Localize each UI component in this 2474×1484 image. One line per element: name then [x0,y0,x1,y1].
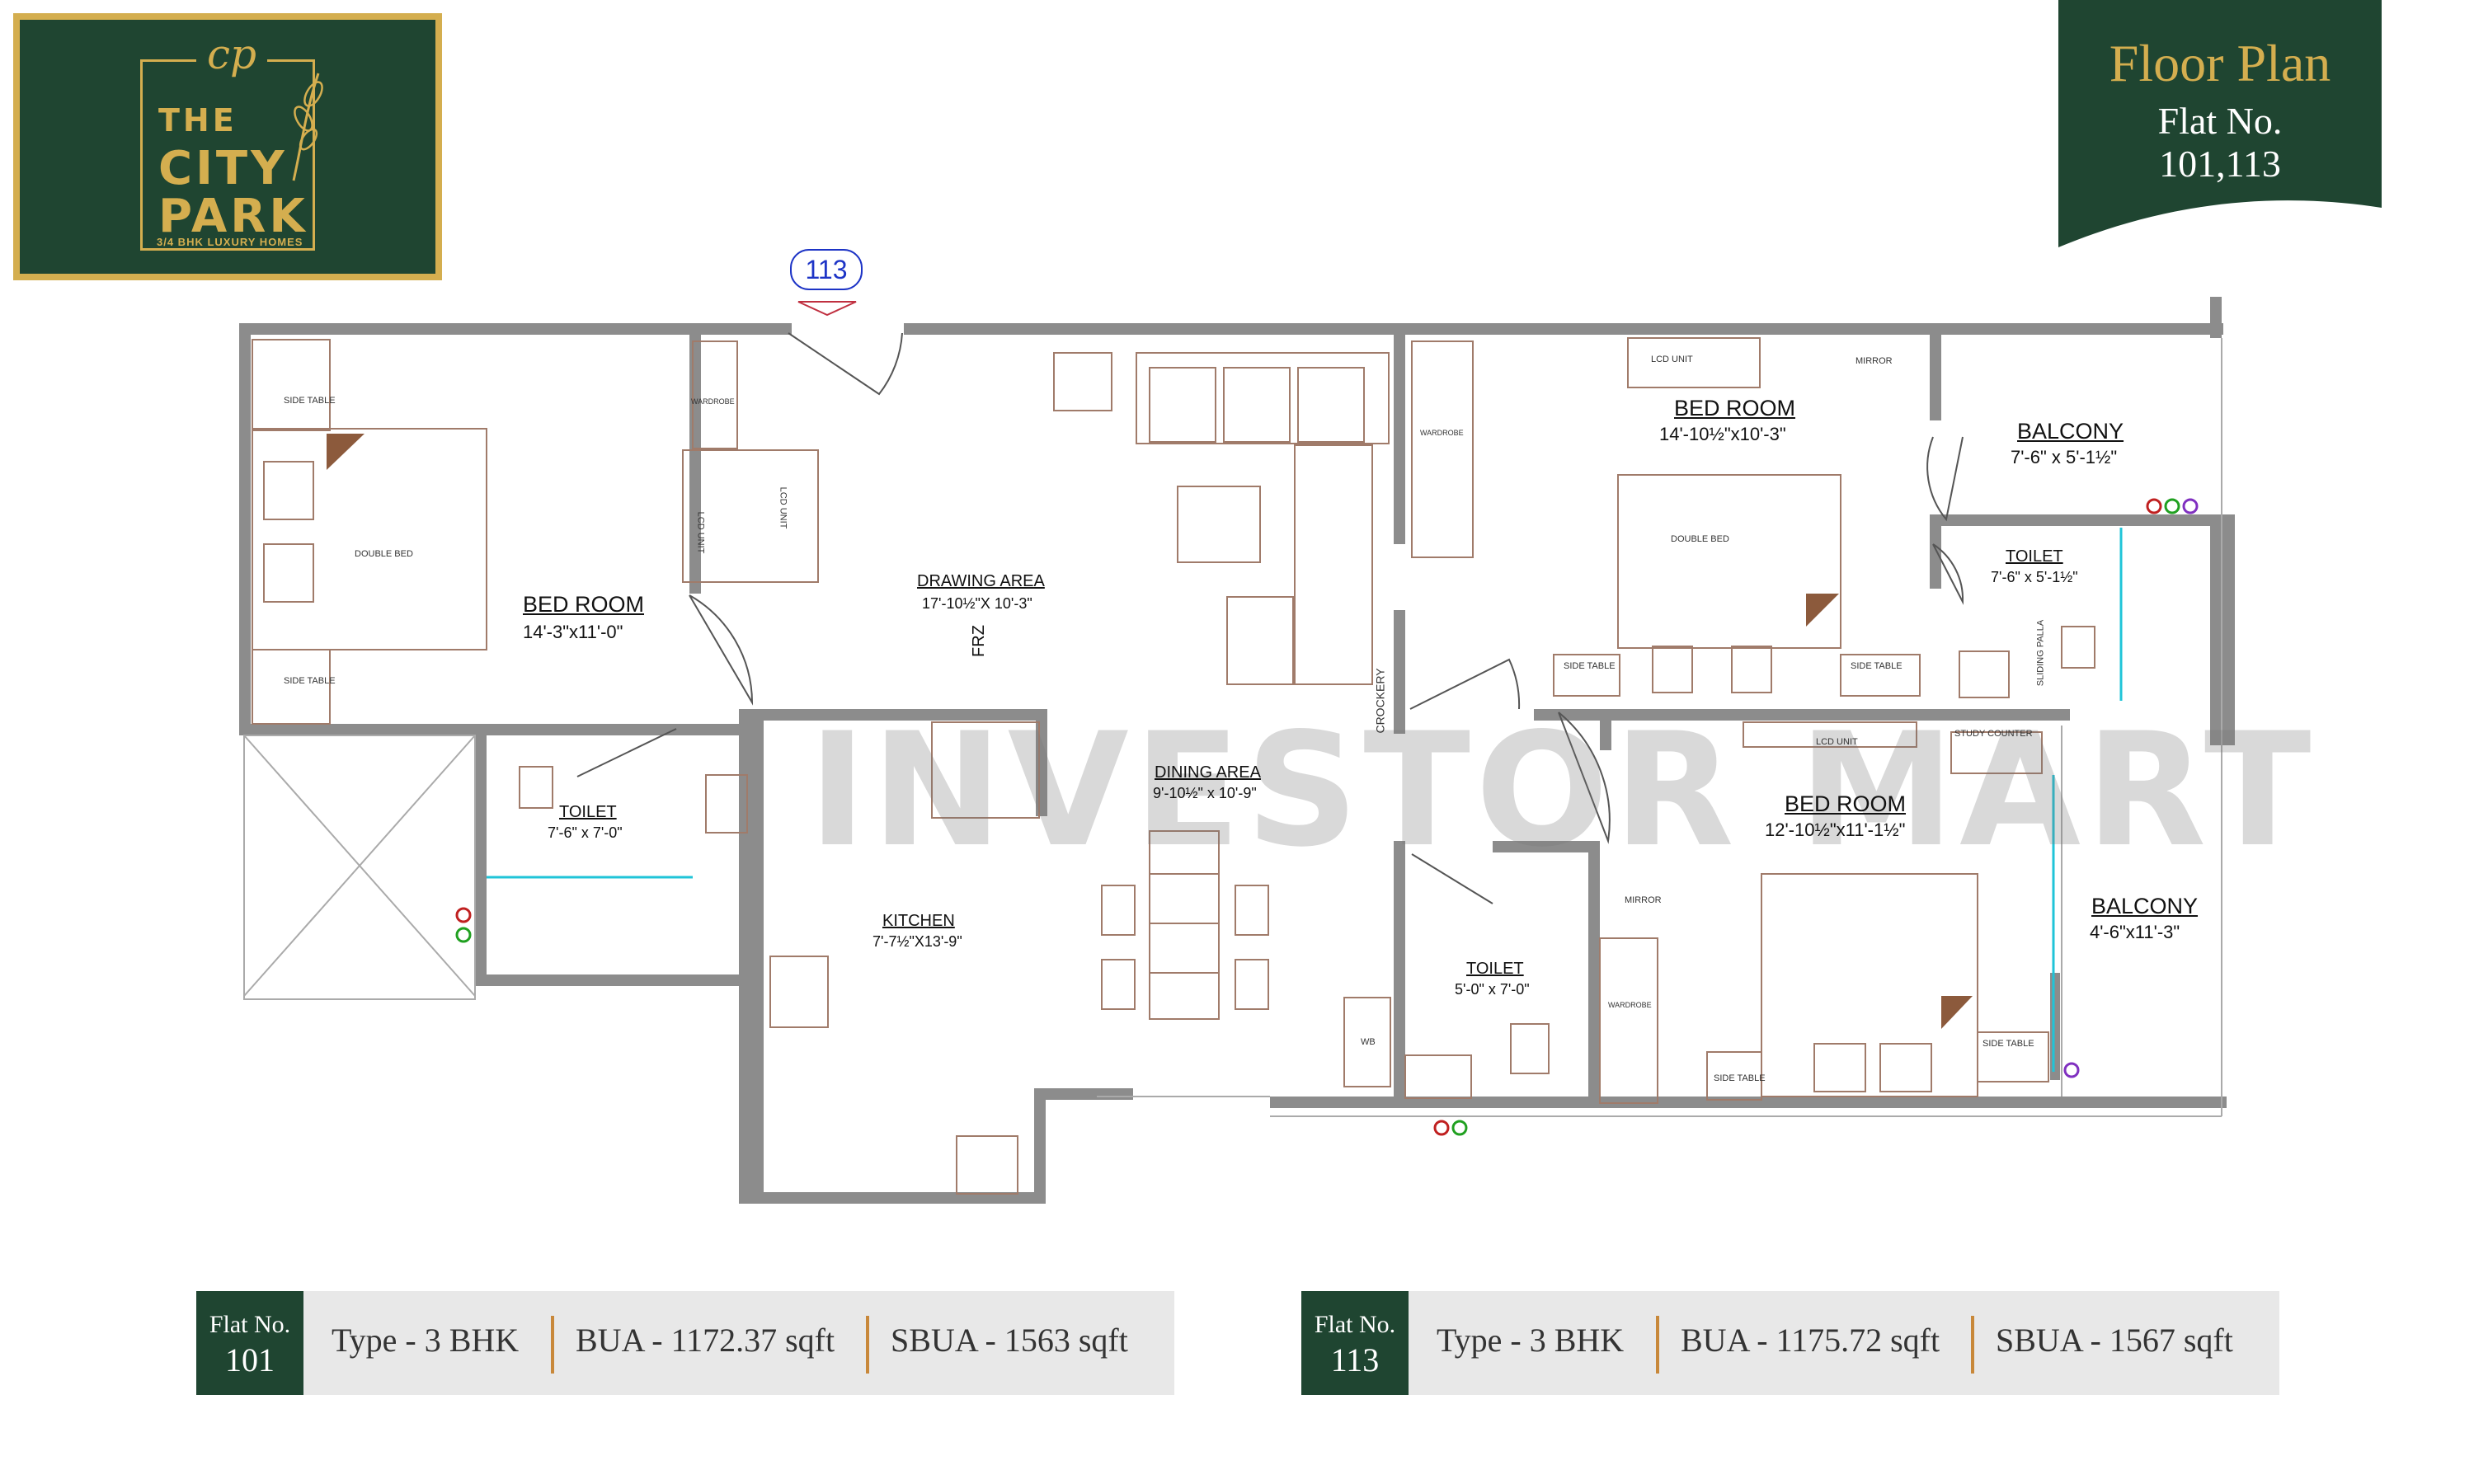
valve-icons [455,498,2199,1136]
lcd-unit-label: LCD UNIT [1651,355,1693,364]
info-bua: BUA - 1175.72 sqft [1681,1322,1940,1359]
mirror-label: MIRROR [1625,895,1662,905]
flat-numbers: 101,113 [2159,143,2281,185]
wb-label: WB [1361,1037,1376,1047]
info-separator [1971,1316,1974,1374]
furniture [252,337,2095,1195]
logo-line3: PARK [158,190,308,243]
page-title: Floor Plan [2109,34,2331,92]
bed2-name: BED ROOM [1674,396,1796,420]
logo-line1: THE [158,102,238,139]
flat-label: Flat No. [2157,100,2283,142]
flat-tag: 113 [790,249,863,290]
logo-monogram: cp [196,31,267,79]
entrance-arrow-icon [797,301,857,317]
shower-partitions [487,528,2123,1072]
toilet3-size: 5'-0" x 7'-0" [1455,981,1530,998]
side-table-label: SIDE TABLE [284,676,336,686]
balcony1-name: BALCONY [2017,419,2124,444]
balcony2-size: 4'-6"x11'-3" [2090,922,2180,942]
balcony2-name: BALCONY [2091,894,2199,918]
info-separator [866,1316,869,1374]
side-table-label: SIDE TABLE [1851,661,1903,671]
doors [576,332,1964,904]
kitchen-size: 7'-7½"X13'-9" [872,933,962,950]
toilet2-name: TOILET [2006,547,2063,566]
info-sbua: SBUA - 1563 sqft [891,1322,1128,1359]
side-table-label: SIDE TABLE [1982,1039,2034,1049]
bed2-size: 14'-10½"x10'-3" [1659,424,1786,444]
floor-plan [239,297,2235,1204]
info-type: Type - 3 BHK [332,1322,520,1359]
info-bua: BUA - 1172.37 sqft [576,1322,835,1359]
info-flat-box: Flat No. 113 [1301,1291,1409,1395]
dining-size: 9'-10½" x 10'-9" [1153,785,1257,801]
bed3-name: BED ROOM [1785,791,1907,816]
bed1-size: 14'-3"x11'-0" [523,622,623,642]
side-table-label: SIDE TABLE [1714,1073,1766,1083]
logo-tagline: 3/4 BHK LUXURY HOMES [157,236,303,248]
info-type: Type - 3 BHK [1437,1322,1625,1359]
side-table-label: SIDE TABLE [1564,661,1616,671]
info-flat-number: 101 [225,1341,275,1378]
side-table-label: SIDE TABLE [284,396,336,406]
lcd-unit-label: LCD UNIT [778,486,788,529]
wardrobe-label: WARDROBE [1420,429,1464,437]
wardrobe-label: WARDROBE [1608,1001,1652,1009]
title-banner [2058,0,2382,247]
sliding-palla-label: SLIDING PALLA [2035,619,2046,687]
info-flat-label: Flat No. [209,1311,291,1338]
wardrobe-label: WARDROBE [691,397,735,406]
double-bed-label: DOUBLE BED [1671,534,1729,544]
leaf-icon [292,73,323,181]
dining-name: DINING AREA [1155,763,1261,782]
toilet2-size: 7'-6" x 5'-1½" [1991,569,2078,585]
info-flat-number: 113 [1330,1341,1380,1378]
watermark: INVESTOR MART [808,699,2316,881]
crockery-label: CROCKERY [1373,668,1387,734]
bed3-size: 12'-10½"x11'-1½" [1765,819,1906,840]
lcd-unit-label: LCD UNIT [695,511,706,554]
bed1-name: BED ROOM [523,592,645,617]
balcony1-size: 7'-6" x 5'-1½" [2011,447,2118,467]
outlines [243,338,2222,1117]
drawing-name: DRAWING AREA [917,572,1045,590]
lcd-unit-label: LCD UNIT [1816,737,1858,747]
walls [239,297,2235,1204]
toilet1-name: TOILET [559,803,617,821]
logo-line2: CITY [158,142,288,195]
kitchen-name: KITCHEN [882,912,955,930]
double-bed-label: DOUBLE BED [355,549,413,559]
info-separator [551,1316,554,1374]
toilet3-name: TOILET [1466,960,1524,978]
info-bar-101: Flat No. 101 Type - 3 BHK BUA - 1172.37 … [196,1291,1174,1395]
drawing-size: 17'-10½"X 10'-3" [922,595,1032,612]
bed-corners [327,434,1973,1029]
frz-label: FRZ [969,625,988,657]
info-bar-113: Flat No. 113 Type - 3 BHK BUA - 1175.72 … [1301,1291,2279,1395]
toilet1-size: 7'-6" x 7'-0" [548,824,623,841]
info-sbua: SBUA - 1567 sqft [1996,1322,2233,1359]
info-flat-label: Flat No. [1314,1311,1396,1338]
mirror-label: MIRROR [1856,356,1893,366]
logo: cp THE CITY PARK 3/4 BHK LUXURY HOMES [13,13,442,280]
info-flat-box: Flat No. 101 [196,1291,303,1395]
study-counter-label: STUDY COUNTER [1954,729,2033,739]
info-separator [1656,1316,1659,1374]
